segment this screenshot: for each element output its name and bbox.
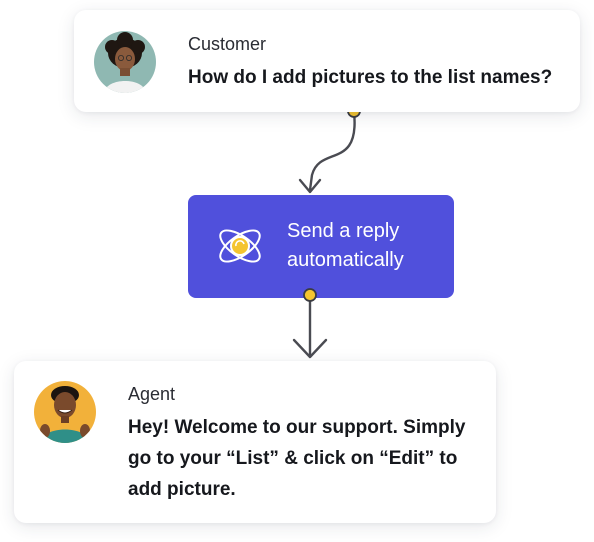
customer-avatar (94, 31, 156, 93)
action-label: Send a reply automatically (287, 220, 404, 271)
customer-message-card: Customer How do I add pictures to the li… (74, 10, 580, 112)
customer-role-label: Customer (188, 34, 267, 54)
customer-message-text: How do I add pictures to the list names? (188, 67, 553, 88)
connector-dot-action (303, 288, 317, 302)
arrowhead-down-icon (298, 178, 322, 194)
arrowhead-down-icon (292, 338, 328, 359)
agent-avatar (34, 381, 96, 443)
send-reply-action-node[interactable]: Send a reply automatically (188, 195, 454, 298)
agent-message-text: Hey! Welcome to our support. Simply go t… (128, 417, 466, 500)
agent-message-card: Agent Hey! Welcome to our support. Simpl… (14, 361, 496, 523)
connector-customer-to-action (308, 110, 356, 192)
orbit-icon (214, 220, 266, 272)
agent-role-label: Agent (128, 384, 176, 404)
